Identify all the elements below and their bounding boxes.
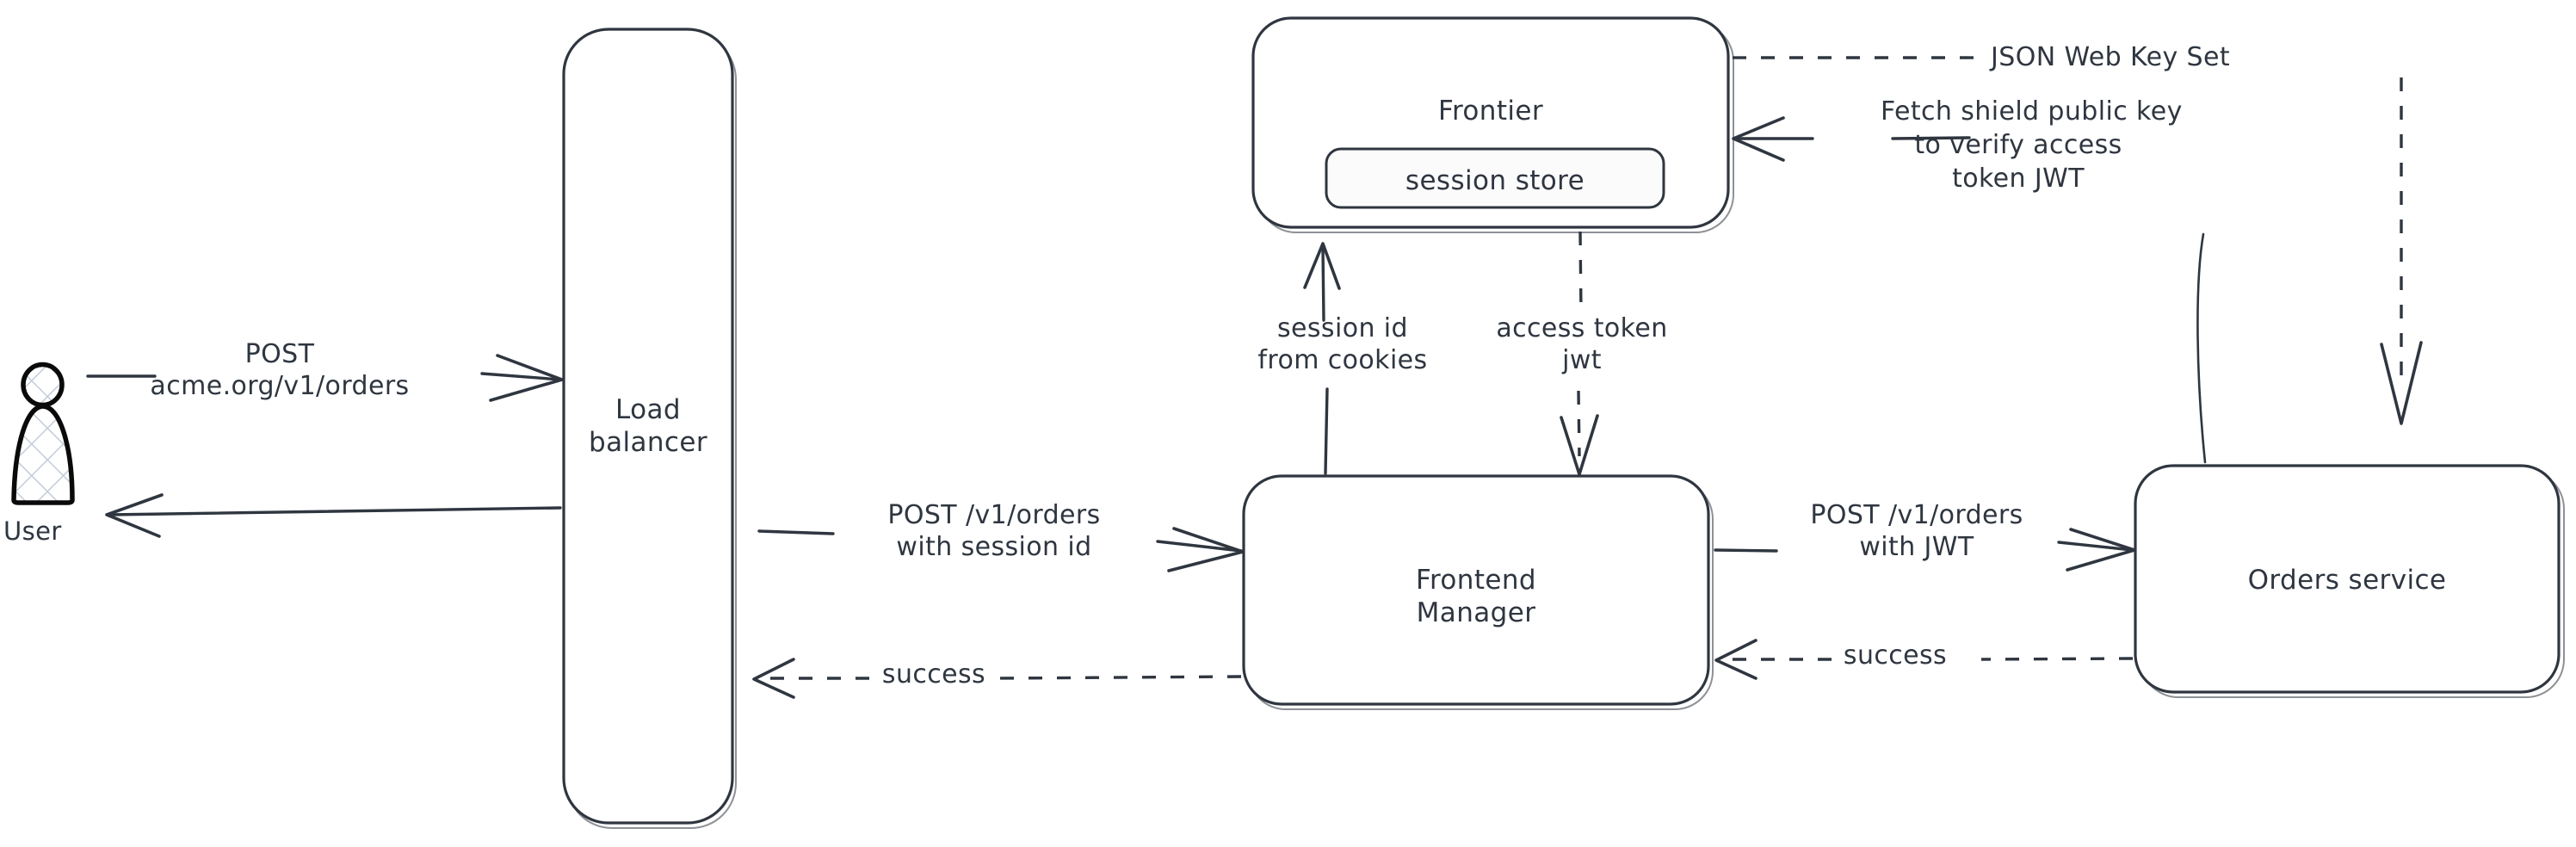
edge-label-frontend-manager-to-load-balancer: success: [881, 659, 986, 689]
edge-label-frontier-to-frontend-manager: access token jwt: [1496, 313, 1668, 376]
edge-label-json-web-key-set: JSON Web Key Set: [1991, 42, 2231, 72]
edge-frontier-to-frontend-manager: [1560, 231, 1599, 476]
frontier-node[interactable]: [1251, 16, 1734, 233]
session-store-label: session store: [1405, 165, 1585, 196]
edge-frontend-manager-to-frontier: [1303, 242, 1341, 475]
frontier-label: Frontier: [1437, 96, 1544, 127]
load-balancer-label: Load balancer: [589, 394, 707, 459]
edge-json-web-key-set: [1733, 56, 2423, 425]
edge-user-to-load-balancer: [86, 354, 564, 402]
edge-label-load-balancer-to-frontend-manager: POST /v1/orders with session id: [887, 500, 1101, 563]
orders-service-node[interactable]: [2134, 464, 2565, 698]
edge-frontend-manager-to-orders-service: [1714, 528, 2136, 572]
edge-label-orders-service-to-frontend-manager: success: [1843, 640, 1948, 671]
edge-label-frontend-manager-to-frontier: session id from cookies: [1257, 313, 1428, 376]
person-icon: [11, 362, 75, 505]
edge-label-orders-service-to-frontier: Fetch shield public key to verify access…: [1881, 96, 2183, 194]
orders-service-label: Orders service: [2247, 565, 2447, 596]
frontend-manager-node[interactable]: [1242, 474, 1714, 710]
edge-load-balancer-to-frontend-manager: [757, 527, 1245, 572]
edge-label-frontend-manager-to-orders-service: POST /v1/orders with JWT: [1810, 500, 2023, 563]
load-balancer-node[interactable]: [562, 28, 737, 829]
edge-orders-service-to-frontend-manager: [1714, 639, 2134, 680]
frontend-manager-label: Frontend Manager: [1415, 565, 1536, 629]
session-store-inner-box[interactable]: [1325, 147, 1665, 209]
edge-orders-service-to-frontier: [1732, 116, 2207, 464]
edge-label-user-to-load-balancer: POST acme.org/v1/orders: [150, 339, 410, 402]
user-label: User: [3, 516, 62, 546]
edge-load-balancer-to-user: [105, 493, 562, 538]
edge-frontend-manager-to-load-balancer: [752, 658, 1242, 699]
